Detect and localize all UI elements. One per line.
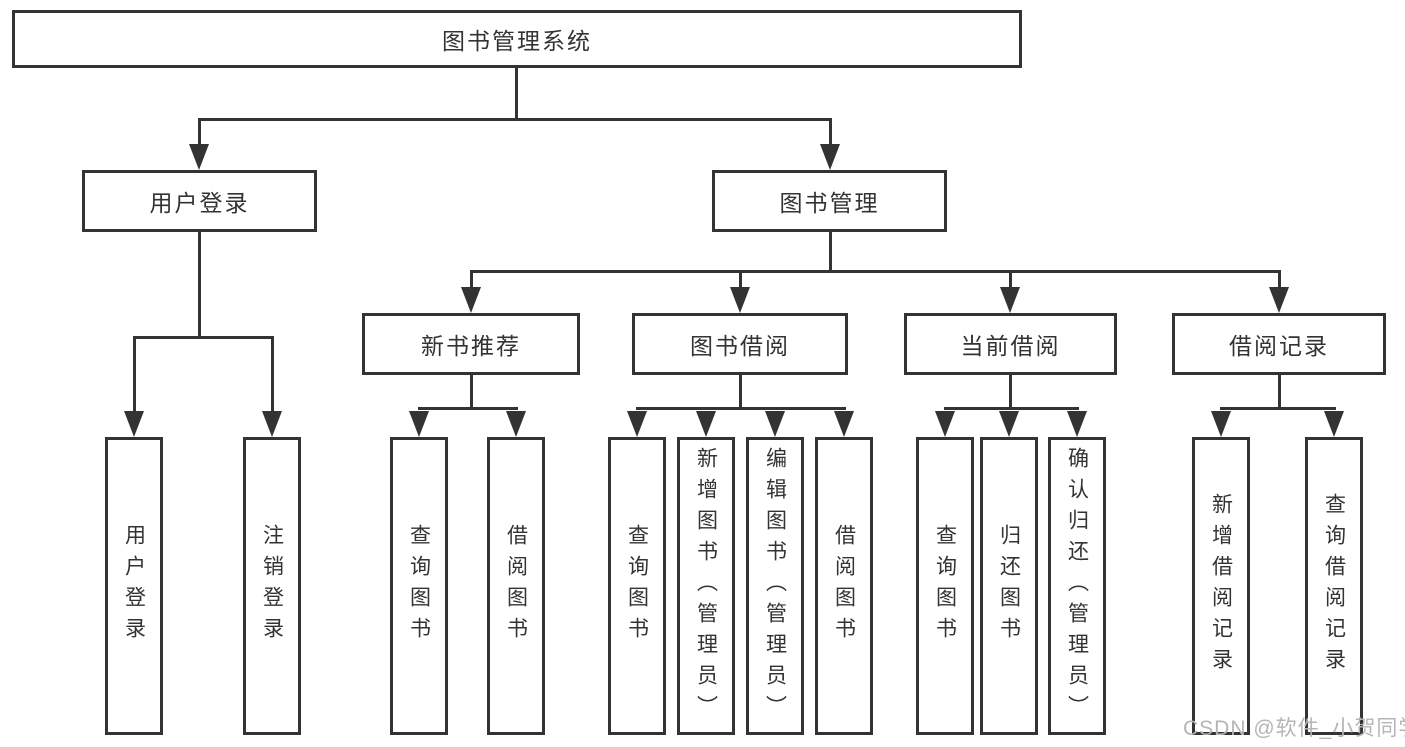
connector-line <box>133 336 274 339</box>
node-label: 用户登录 <box>149 190 250 216</box>
leaf-query-borrow-record: 查询借阅记录 <box>1305 437 1363 735</box>
connector-line <box>1009 375 1012 409</box>
leaf-borrow-book-2: 借阅图书 <box>815 437 873 735</box>
leaf-label: 新增图书（管理员） <box>694 446 718 726</box>
connector-line <box>470 270 473 290</box>
arrowhead-icon <box>409 411 429 437</box>
leaf-label: 新增借阅记录 <box>1209 493 1233 679</box>
leaf-query-book-1: 查询图书 <box>390 437 448 735</box>
node-label: 图书管理 <box>779 190 880 216</box>
connector-line <box>271 336 274 413</box>
arrowhead-icon <box>1000 287 1020 313</box>
leaf-label: 查询图书 <box>933 524 957 648</box>
leaf-label: 用户登录 <box>122 524 146 648</box>
leaf-label: 归还图书 <box>997 524 1021 648</box>
connector-line <box>1220 407 1336 410</box>
connector-line <box>470 375 473 409</box>
arrowhead-icon <box>627 411 647 437</box>
arrowhead-icon <box>820 144 840 170</box>
node-new-book-recommend: 新书推荐 <box>362 313 580 375</box>
leaf-label: 注销登录 <box>260 524 284 648</box>
arrowhead-icon <box>506 411 526 437</box>
arrowhead-icon <box>1324 411 1344 437</box>
leaf-label: 借阅图书 <box>832 524 856 648</box>
arrowhead-icon <box>765 411 785 437</box>
leaf-logout: 注销登录 <box>243 437 301 735</box>
leaf-label: 编辑图书（管理员） <box>763 446 787 726</box>
csdn-watermark: CSDN @软件_小贺同学 <box>1183 717 1405 740</box>
leaf-query-book-2: 查询图书 <box>608 437 666 735</box>
arrowhead-icon <box>999 411 1019 437</box>
node-label: 新书推荐 <box>421 333 521 359</box>
arrowhead-icon <box>124 411 144 437</box>
arrowhead-icon <box>1269 287 1289 313</box>
leaf-label: 查询借阅记录 <box>1322 493 1346 679</box>
leaf-label: 查询图书 <box>625 524 649 648</box>
leaf-user-login: 用户登录 <box>105 437 163 735</box>
connector-line <box>944 407 1079 410</box>
node-current-borrow: 当前借阅 <box>904 313 1117 375</box>
leaf-add-borrow-record: 新增借阅记录 <box>1192 437 1250 735</box>
leaf-query-book-3: 查询图书 <box>916 437 974 735</box>
leaf-borrow-book-1: 借阅图书 <box>487 437 545 735</box>
connector-line <box>1278 375 1281 409</box>
connector-line <box>515 68 518 118</box>
node-label: 图书管理系统 <box>442 28 592 54</box>
arrowhead-icon <box>189 144 209 170</box>
arrowhead-icon <box>461 287 481 313</box>
arrowhead-icon <box>1211 411 1231 437</box>
connector-line <box>198 118 832 121</box>
node-user-login: 用户登录 <box>82 170 317 232</box>
arrowhead-icon <box>834 411 854 437</box>
connector-line <box>636 407 846 410</box>
connector-line <box>470 270 1280 273</box>
node-book-borrow: 图书借阅 <box>632 313 848 375</box>
leaf-return-book: 归还图书 <box>980 437 1038 735</box>
connector-line <box>198 118 201 146</box>
node-label: 借阅记录 <box>1229 333 1329 359</box>
leaf-label: 确认归还（管理员） <box>1065 446 1089 726</box>
arrowhead-icon <box>1067 411 1087 437</box>
node-label: 图书借阅 <box>690 333 790 359</box>
connector-line <box>198 232 201 338</box>
connector-line <box>1278 270 1281 290</box>
connector-line <box>1009 270 1012 290</box>
leaf-add-book-admin: 新增图书（管理员） <box>677 437 735 735</box>
node-borrow-records: 借阅记录 <box>1172 313 1386 375</box>
leaf-label: 借阅图书 <box>504 524 528 648</box>
connector-line <box>133 336 136 413</box>
leaf-confirm-return-admin: 确认归还（管理员） <box>1048 437 1106 735</box>
connector-line <box>418 407 518 410</box>
arrowhead-icon <box>696 411 716 437</box>
connector-line <box>829 232 832 272</box>
node-label: 当前借阅 <box>960 333 1061 359</box>
arrowhead-icon <box>935 411 955 437</box>
connector-line <box>739 375 742 409</box>
arrowhead-icon <box>730 287 750 313</box>
connector-line <box>829 118 832 146</box>
connector-line <box>739 270 742 290</box>
node-book-management-system: 图书管理系统 <box>12 10 1022 68</box>
leaf-edit-book-admin: 编辑图书（管理员） <box>746 437 804 735</box>
arrowhead-icon <box>262 411 282 437</box>
leaf-label: 查询图书 <box>407 524 431 648</box>
node-book-management: 图书管理 <box>712 170 947 232</box>
